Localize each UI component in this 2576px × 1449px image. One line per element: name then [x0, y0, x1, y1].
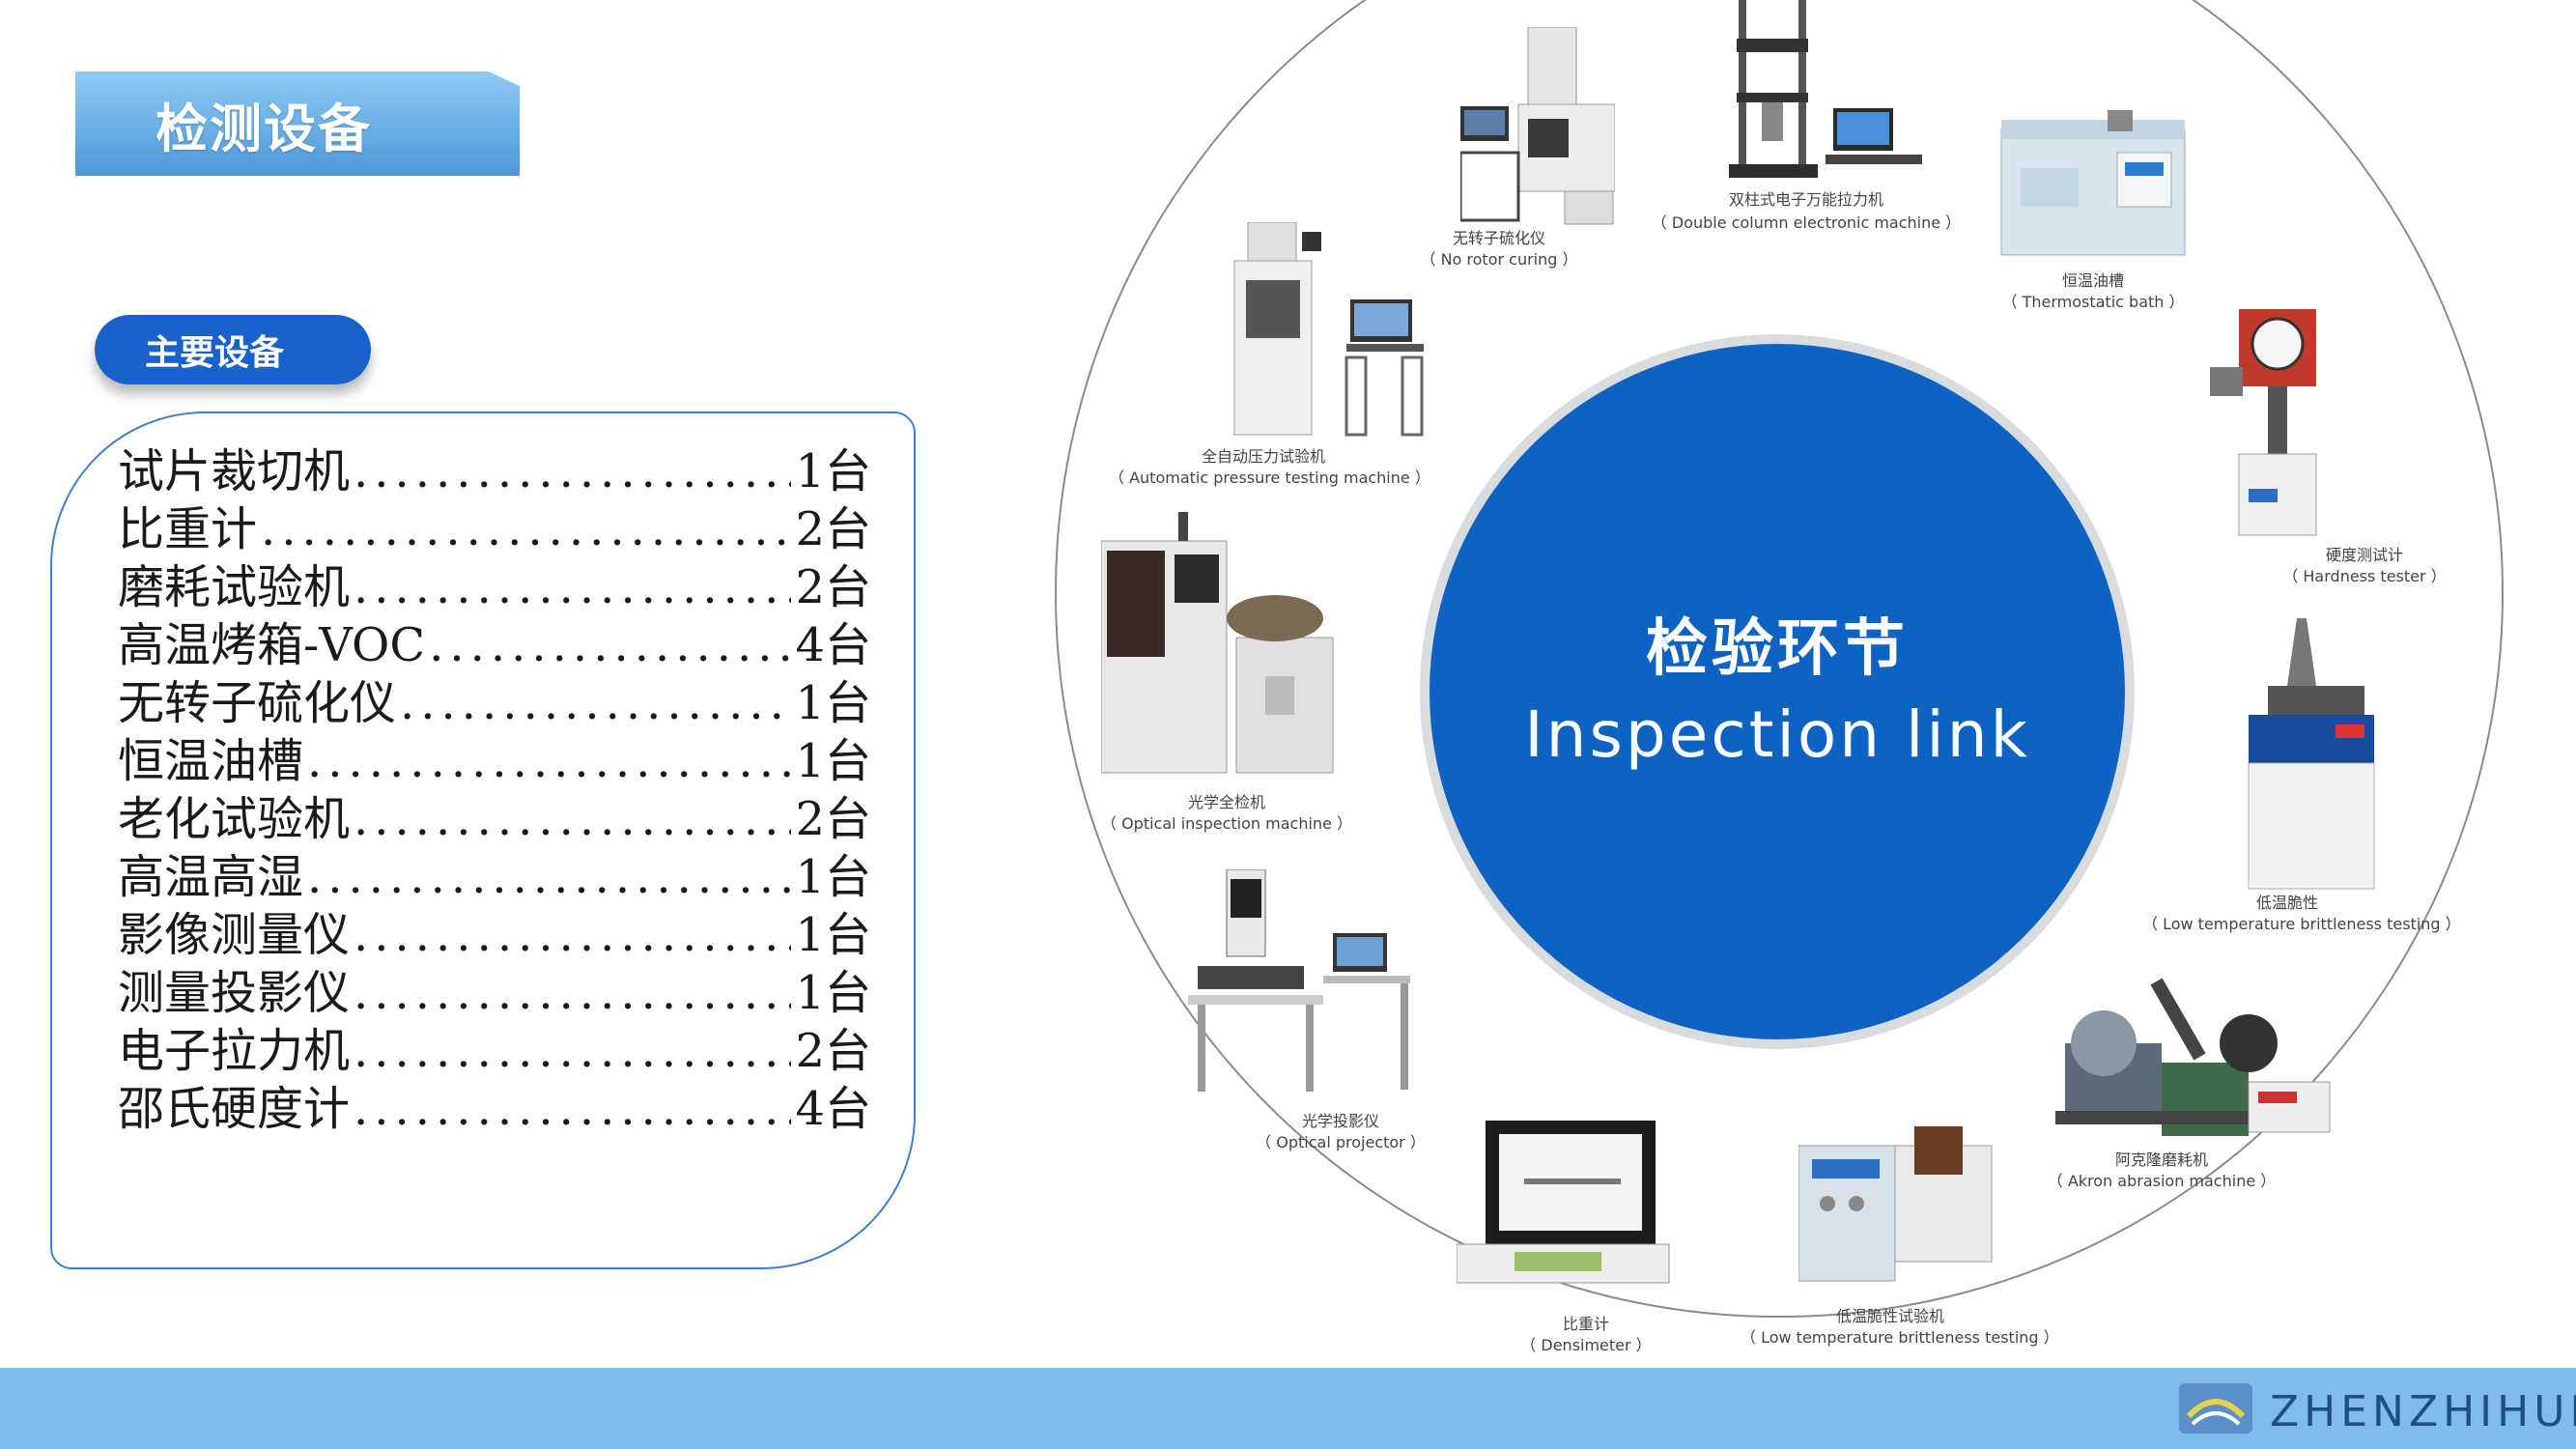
- equipment-row: 试片裁切机...................................…: [118, 442, 871, 500]
- leader-dots: ........................................…: [307, 850, 791, 904]
- machine-cn: 全自动压力试验机: [1201, 447, 1325, 466]
- hardness-tester-image: [2210, 309, 2317, 536]
- machine-en: （ Optical inspection machine ）: [1101, 814, 1352, 833]
- equipment-qty: 2台: [795, 560, 871, 614]
- equipment-qty: 1台: [795, 850, 871, 904]
- equipment-row: 邵氏硬度计...................................…: [118, 1080, 871, 1138]
- leader-dots: ........................................…: [429, 618, 791, 672]
- equipment-row: 比重计.....................................…: [118, 500, 871, 558]
- page-title: 检测设备: [156, 98, 372, 159]
- company-logo-icon: [2179, 1383, 2252, 1434]
- equipment-qty: 4台: [795, 1082, 871, 1136]
- leader-dots: ........................................…: [307, 734, 791, 788]
- header-tab: [75, 71, 520, 176]
- equipment-qty: 1台: [795, 734, 871, 788]
- machine-en: （ Optical projector ）: [1256, 1133, 1426, 1151]
- machine-en: （ Low temperature brittleness testing ）: [1741, 1328, 2059, 1347]
- equipment-list: 试片裁切机...................................…: [118, 442, 871, 1138]
- low-temp-brittleness-image: [2248, 618, 2375, 890]
- equipment-row: 高温高湿....................................…: [118, 848, 871, 906]
- equipment-name: 恒温油槽: [118, 734, 304, 788]
- leader-dots: ........................................…: [354, 792, 791, 846]
- equipment-qty: 2台: [795, 1024, 871, 1078]
- machine-cn: 低温脆性试验机: [1835, 1307, 1944, 1325]
- low-temp-brittleness-tester-image: [1798, 1126, 1993, 1282]
- equipment-qty: 1台: [795, 908, 871, 962]
- equipment-name: 高温高湿: [118, 850, 304, 904]
- equipment-qty: 1台: [795, 676, 871, 730]
- footer-bar: [0, 1368, 2576, 1449]
- machine-cn: 光学投影仪: [1301, 1112, 1379, 1130]
- leader-dots: ........................................…: [261, 502, 791, 556]
- machine-en: （ Automatic pressure testing machine ）: [1109, 469, 1430, 487]
- optical-projector-image: [1188, 869, 1410, 1092]
- center-disc: [1430, 344, 2125, 1039]
- equipment-qty: 1台: [795, 444, 871, 498]
- leader-dots: ........................................…: [354, 908, 791, 962]
- machine-cn: 阿克隆磨耗机: [2114, 1151, 2208, 1169]
- leader-dots: ........................................…: [354, 1082, 791, 1136]
- leader-dots: ........................................…: [400, 676, 792, 730]
- machine-cn: 恒温油槽: [2061, 271, 2124, 290]
- equipment-name: 邵氏硬度计: [118, 1082, 351, 1136]
- equipment-row: 影像测量仪...................................…: [118, 906, 871, 964]
- equipment-name: 影像测量仪: [118, 908, 351, 962]
- machine-cn: 硬度测试计: [2325, 546, 2403, 564]
- equipment-qty: 2台: [795, 792, 871, 846]
- equipment-row: 电子拉力机...................................…: [118, 1022, 871, 1080]
- machine-en: （ Double column electronic machine ）: [1651, 213, 1962, 232]
- equipment-row: 测量投影仪...................................…: [118, 964, 871, 1022]
- machine-cn: 低温脆性: [2255, 894, 2318, 912]
- leader-dots: ........................................…: [354, 966, 791, 1020]
- equipment-row: 无转子硫化仪 .................................…: [118, 674, 871, 732]
- equipment-qty: 1台: [795, 966, 871, 1020]
- machine-en: （ Hardness tester ）: [2282, 567, 2447, 585]
- machine-cn: 比重计: [1562, 1315, 1609, 1333]
- equipment-list-frame: [50, 412, 916, 1269]
- machine-cn: 双柱式电子万能拉力机: [1728, 190, 1883, 209]
- equipment-row: 恒温油槽 ...................................…: [118, 732, 871, 790]
- equipment-name: 比重计: [118, 502, 258, 556]
- equipment-name: 测量投影仪: [118, 966, 351, 1020]
- equipment-qty: 2台: [795, 502, 871, 556]
- brand-name: ZHENZHIHUI: [2270, 1387, 2576, 1436]
- equipment-name: 老化试验机: [118, 792, 351, 846]
- optical-inspection-image: [1101, 512, 1334, 774]
- machine-en: （ Low temperature brittleness testing ）: [2142, 915, 2461, 933]
- leader-dots: ........................................…: [354, 1024, 791, 1078]
- tensile-tester-image: [1729, 0, 1922, 178]
- thermostatic-bath-image: [2000, 110, 2186, 256]
- machine-en: （ Densimeter ）: [1520, 1336, 1652, 1354]
- machine-cn: 光学全检机: [1187, 793, 1265, 811]
- equipment-row: 高温烤箱-VOC................................…: [118, 616, 871, 674]
- equipment-name: 高温烤箱-VOC: [118, 618, 426, 672]
- center-title-en: Inspection link: [1524, 697, 2030, 772]
- equipment-row: 老化试验机...................................…: [118, 790, 871, 848]
- equipment-name: 试片裁切机: [118, 444, 351, 498]
- machine-en: （ Thermostatic bath ）: [2001, 293, 2185, 311]
- center-title-cn: 检验环节: [1646, 613, 1909, 685]
- leader-dots: ........................................…: [354, 560, 791, 614]
- densimeter-image: [1457, 1121, 1670, 1284]
- equipment-qty: 4台: [795, 618, 871, 672]
- equipment-name: 磨耗试验机: [118, 560, 351, 614]
- machine-en: （ No rotor curing ）: [1420, 250, 1578, 269]
- equipment-row: 磨耗试验机...................................…: [118, 558, 871, 616]
- leader-dots: ........................................…: [354, 444, 791, 498]
- akron-abrasion-image: [2055, 978, 2331, 1136]
- machine-cn: 无转子硫化仪: [1452, 229, 1545, 247]
- equipment-name: 电子拉力机: [118, 1024, 351, 1078]
- section-label: 主要设备: [95, 315, 371, 384]
- pressure-tester-image: [1233, 222, 1424, 437]
- equipment-name: 无转子硫化仪: [118, 676, 397, 730]
- rheometer-image: [1460, 27, 1615, 225]
- machine-en: （ Akron abrasion machine ）: [2047, 1172, 2277, 1190]
